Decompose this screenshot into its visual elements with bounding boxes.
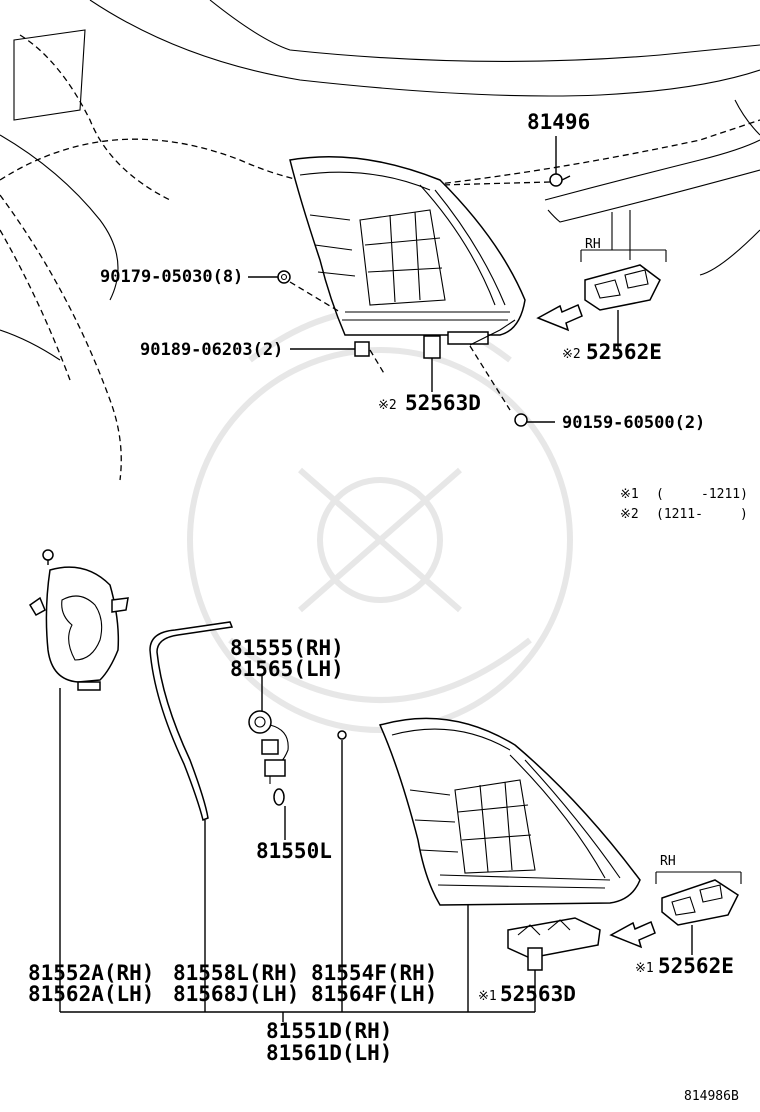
label-90159: 90159-60500(2)	[562, 413, 705, 433]
label-52562e-bottom: 52562E	[658, 954, 734, 978]
note1-mark: ※1	[620, 487, 639, 502]
label-81550l: 81550L	[256, 839, 332, 863]
vehicle-body-outline	[0, 0, 760, 481]
screw-90159	[514, 413, 555, 427]
mark-bot-52562: ※1	[635, 961, 654, 976]
label-81564f: 81564F(LH)	[311, 982, 437, 1006]
gasket-81552	[28, 549, 129, 1012]
mark-bot-52563: ※1	[478, 989, 497, 1004]
label-rh-bottom: RH	[660, 854, 676, 869]
rear-combination-lamp-top	[289, 156, 526, 336]
socket-81555	[248, 676, 289, 840]
nut-90179	[248, 270, 341, 313]
label-52563d-bottom: 52563D	[500, 982, 576, 1006]
label-81555: 81555(RH)	[230, 636, 344, 660]
label-81561d: 81561D(LH)	[266, 1041, 392, 1065]
bracket-52562-top	[469, 249, 667, 350]
label-rh-top: RH	[585, 237, 601, 252]
label-52562e-top: 52562E	[586, 340, 662, 364]
assembly-bracket-lines	[60, 1011, 535, 1022]
label-81568j: 81568J(LH)	[173, 982, 299, 1006]
label-81565: 81565(LH)	[230, 657, 344, 681]
bracket-52563-bottom	[507, 917, 601, 1012]
label-90189: 90189-06203(2)	[140, 340, 283, 360]
bracket-52563-top	[423, 331, 511, 411]
note2-mark: ※2	[620, 507, 639, 522]
label-81554f: 81554F(RH)	[311, 961, 437, 985]
note1-open: (	[656, 487, 664, 502]
note2-range: (1211-	[656, 507, 703, 522]
label-81558l: 81558L(RH)	[173, 961, 299, 985]
mark-top-52563: ※2	[378, 398, 397, 413]
note1-range: -1211)	[701, 487, 748, 502]
seal-81558	[149, 621, 234, 1012]
bracket-52562-bottom	[609, 871, 742, 955]
label-81496: 81496	[527, 110, 590, 134]
label-90179: 90179-05030(8)	[100, 267, 243, 287]
note2-close: )	[740, 507, 748, 522]
rear-combination-lamp-bottom	[378, 717, 641, 1012]
figure-code: 814986B	[684, 1089, 739, 1104]
label-81562a: 81562A(LH)	[28, 982, 154, 1006]
clip-90189	[290, 341, 386, 376]
label-52563d-top: 52563D	[405, 391, 481, 415]
label-81551d: 81551D(RH)	[266, 1019, 392, 1043]
mark-top-52562: ※2	[562, 347, 581, 362]
seal-81554	[337, 730, 347, 1012]
screw-81496	[439, 136, 571, 187]
label-81552a: 81552A(RH)	[28, 961, 154, 985]
